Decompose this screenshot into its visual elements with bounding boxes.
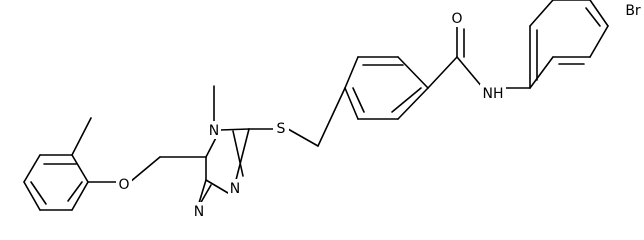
bond-line — [219, 128, 250, 131]
oxygen-carbonyl-label: O — [451, 11, 462, 27]
bond-line — [529, 0, 554, 27]
sulfur-label: S — [277, 121, 286, 137]
bond-line — [397, 56, 429, 89]
bond-line — [23, 154, 41, 183]
triazole-n4-label: N — [209, 123, 219, 139]
triazole-n2-label: N — [230, 181, 240, 197]
triazole-n1-label: N — [194, 204, 204, 220]
bond-line — [30, 181, 47, 205]
amide-nh-label: NH — [483, 86, 504, 102]
bond-line — [585, 7, 601, 27]
ether-oxygen-label: O — [118, 177, 129, 193]
bond-line — [67, 181, 83, 202]
bond-line — [529, 56, 554, 89]
bond-line — [232, 130, 244, 177]
bond-line — [205, 179, 229, 194]
bond-line — [427, 56, 458, 89]
atom-labels: O NH Br S N N N O — [116, 2, 644, 220]
bond-line — [71, 117, 92, 156]
bond-line — [344, 56, 359, 89]
molecule-diagram: O NH Br S N N N O — [23, 0, 644, 220]
bond-line — [71, 154, 89, 183]
bond-lines — [23, 0, 609, 211]
bond-line — [199, 184, 212, 205]
bond-line — [287, 128, 319, 147]
bond-line — [198, 179, 207, 204]
bond-line — [235, 128, 250, 181]
bromine-label: Br — [625, 3, 641, 19]
bond-line — [317, 87, 346, 147]
bond-line — [589, 0, 609, 27]
bond-line — [129, 156, 161, 183]
bond-line — [397, 87, 429, 120]
bond-line — [589, 25, 609, 58]
bond-line — [391, 87, 422, 113]
bond-line — [456, 56, 484, 89]
bond-line — [23, 181, 41, 211]
bond-line — [352, 87, 365, 113]
bond-line — [344, 87, 359, 120]
bond-line — [71, 181, 89, 211]
